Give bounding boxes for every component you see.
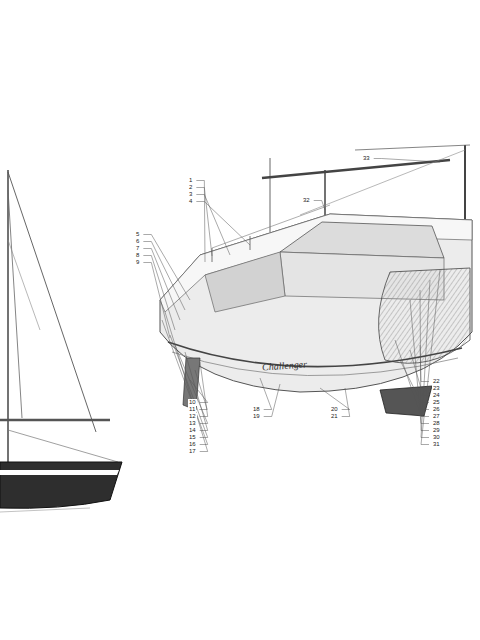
callout-number: 18 (252, 406, 261, 413)
callout-number: 2 (188, 184, 193, 191)
callout-number: 5 (135, 231, 140, 238)
leader-line (195, 370, 207, 410)
callout-number: 13 (188, 420, 197, 427)
callout-number: 32 (302, 197, 311, 204)
callout-number: 3 (188, 191, 193, 198)
callout-number: 23 (432, 385, 441, 392)
callout-number: 14 (188, 427, 197, 434)
leader-line (143, 242, 185, 311)
callout-number: 20 (330, 406, 339, 413)
callout-number: 26 (432, 406, 441, 413)
leader-line (421, 280, 430, 438)
leader-line (421, 388, 429, 396)
leader-line (162, 320, 208, 445)
leader-line (170, 335, 208, 438)
callout-number: 12 (188, 413, 197, 420)
leader-line (410, 300, 429, 424)
leader-line (421, 270, 440, 445)
leader-line (374, 159, 440, 163)
leader-line (196, 195, 230, 256)
leader-line (165, 312, 208, 452)
callout-number: 21 (330, 413, 339, 420)
callout-number: 10 (188, 399, 197, 406)
leader-line (260, 378, 272, 410)
leader-line (175, 345, 208, 424)
leader-line (400, 360, 429, 403)
callout-number: 30 (432, 434, 441, 441)
callout-number: 1 (188, 177, 193, 184)
leader-line (200, 362, 208, 417)
leader-line (196, 202, 250, 246)
leader-line (143, 249, 180, 321)
callout-number: 11 (188, 406, 196, 413)
leader-line (143, 235, 190, 301)
callout-number: 29 (432, 427, 441, 434)
side-view (0, 170, 122, 512)
leader-line (342, 388, 350, 417)
callout-number: 16 (188, 441, 197, 448)
callout-number: 19 (252, 413, 261, 420)
leader-line (395, 340, 429, 417)
cutaway-view (160, 145, 472, 416)
leader-line (143, 256, 175, 331)
callout-number: 33 (362, 155, 371, 162)
leader-line (264, 384, 280, 417)
callout-number: 25 (432, 399, 441, 406)
leader-line (410, 350, 429, 389)
callout-number: 8 (135, 252, 140, 259)
callout-number: 24 (432, 392, 441, 399)
leader-line (314, 201, 325, 211)
callout-number: 28 (432, 420, 441, 427)
callout-number: 9 (135, 259, 140, 266)
callout-number: 17 (188, 448, 197, 455)
leader-line (196, 181, 205, 263)
leader-line (143, 263, 170, 339)
callout-number: 15 (188, 434, 197, 441)
leader-line (420, 290, 429, 431)
callout-number: 4 (188, 198, 193, 205)
callout-number: 6 (135, 238, 140, 245)
leader-line (196, 188, 212, 257)
callout-number: 27 (432, 413, 441, 420)
callout-number: 31 (432, 441, 441, 448)
callout-number: 22 (432, 378, 441, 385)
callout-number: 7 (135, 245, 140, 252)
